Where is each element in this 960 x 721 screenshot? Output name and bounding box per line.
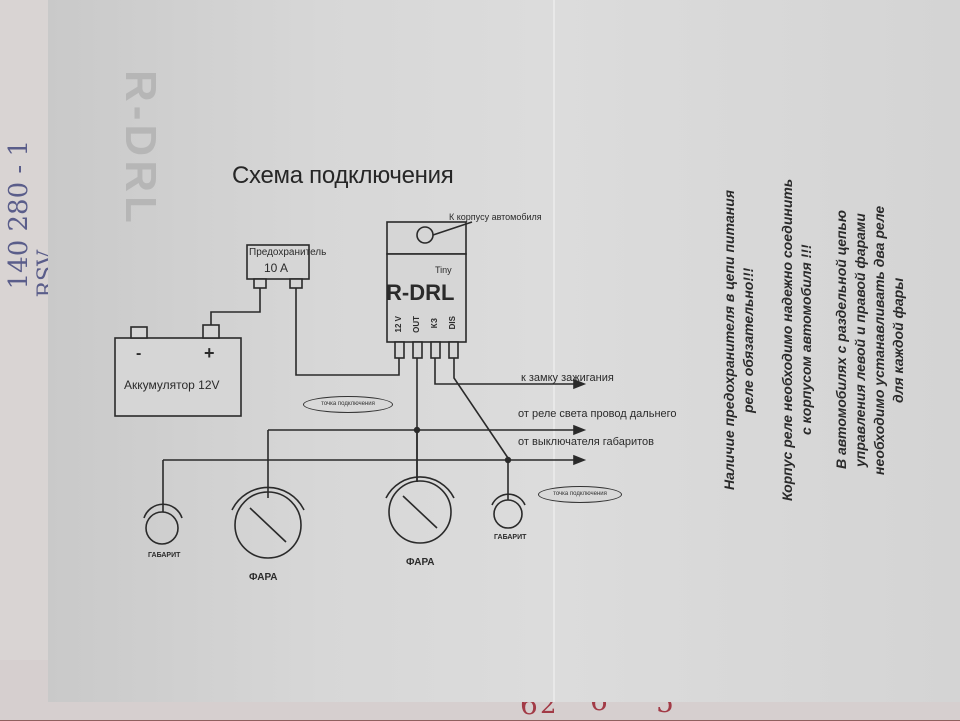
fuse-body xyxy=(246,244,310,280)
headlight-right-lens xyxy=(402,495,438,529)
show-through-text: R-DRL xyxy=(116,70,165,227)
wire-ignition xyxy=(434,358,574,385)
relay-pin-label: 12 V xyxy=(394,316,403,333)
battery-label: Аккумулятор 12V xyxy=(124,378,220,392)
note-two-relays: В автомобилях с раздельной цепью управле… xyxy=(833,205,906,475)
chassis-note: К корпусу автомобиля xyxy=(449,212,542,222)
parking-lamp-left xyxy=(145,511,179,545)
note-fuse: Наличие предохранителя в цепи питания ре… xyxy=(721,189,756,491)
relay-pin-out xyxy=(412,341,423,359)
wire-dis xyxy=(453,358,509,459)
battery-minus: - xyxy=(136,345,142,362)
battery-plus: + xyxy=(204,343,215,363)
junction-dot xyxy=(504,456,512,464)
headlight-left xyxy=(234,491,302,559)
fuse-leg-right xyxy=(289,278,303,289)
relay-name: R-DRL xyxy=(386,280,455,305)
junction-note: точка подключения xyxy=(538,486,622,503)
headlight-right xyxy=(388,480,452,544)
fuse-label: Предохранитель xyxy=(249,247,327,258)
headlight-left-lens xyxy=(249,507,287,543)
headlight-label: ФАРА xyxy=(406,557,435,568)
relay-pin-label: КЗ xyxy=(430,318,439,329)
parking-lamp-right xyxy=(493,499,523,529)
arrow-high-beam xyxy=(573,424,587,436)
battery-terminal-minus xyxy=(130,326,148,339)
wire-label-high-beam: от реле света провод дальнего xyxy=(518,408,677,420)
note-chassis: Корпус реле необходимо надежно соединить… xyxy=(779,178,814,502)
diagram-title: Схема подключения xyxy=(232,162,454,189)
parking-lamp-label: ГАБАРИТ xyxy=(494,534,527,541)
fuse-rating: 10 A xyxy=(264,261,289,275)
headlight-left-rim xyxy=(231,486,305,511)
junction-note: точка подключения xyxy=(303,396,393,413)
relay-pin-12v xyxy=(394,341,405,359)
relay-pin-label: DIS xyxy=(448,316,457,330)
fuse-leg-left xyxy=(253,278,267,289)
wire-battery-fuse xyxy=(210,288,261,325)
headlight-label: ФАРА xyxy=(249,572,278,583)
arrow-parking xyxy=(573,454,587,466)
wire-label-parking: от выключателя габаритов xyxy=(518,436,654,448)
paper-fold xyxy=(553,0,555,702)
arrow-ignition xyxy=(573,378,587,390)
relay-brand: Tiny xyxy=(435,265,452,275)
parking-lamp-label: ГАБАРИТ xyxy=(148,552,181,559)
battery-body xyxy=(114,337,242,417)
warning-notes: Наличие предохранителя в цепи питания ре… xyxy=(720,150,910,530)
parking-lamp-left-rim xyxy=(143,503,183,519)
headlight-right-rim xyxy=(385,476,455,499)
relay-pin-label: OUT xyxy=(412,316,421,333)
relay-pin-dis xyxy=(448,341,459,359)
relay-body xyxy=(386,253,467,343)
relay-pin-kz xyxy=(430,341,441,359)
wire-label-ignition: к замку зажигания xyxy=(521,372,614,384)
wire-fuse-relay xyxy=(295,288,400,376)
battery-terminal-plus xyxy=(202,324,220,339)
chassis-pointer xyxy=(432,221,473,236)
parking-lamp-right-rim xyxy=(491,493,526,506)
